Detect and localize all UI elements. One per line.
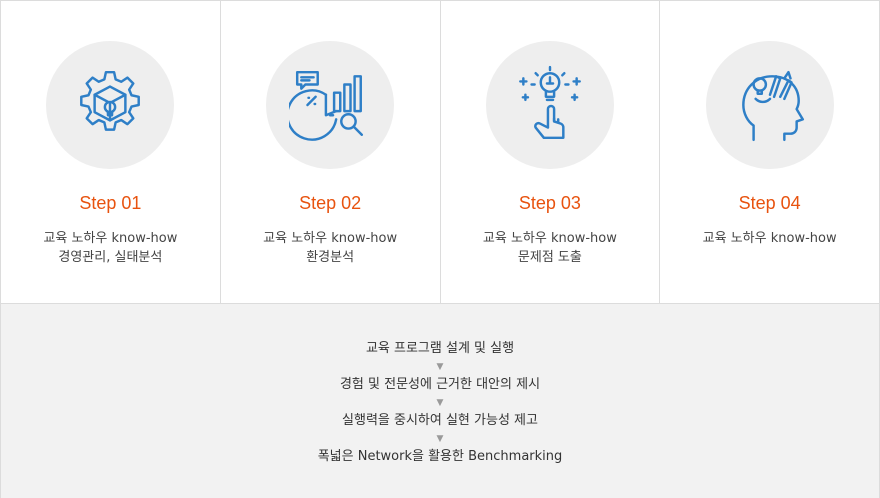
idea-hand-icon [518,65,581,140]
step-01-card: Step 01 교육 노하우 know-how 경영관리, 실태분석 [1,1,221,303]
analysis-chart-icon [289,70,364,141]
step-02-card: Step 02 교육 노하우 know-how 환경분석 [221,1,441,303]
step-03-title: Step 03 [518,193,581,213]
step-04-desc-line1: 교육 노하우 know-how [702,231,837,246]
step-01-icon-circle [46,41,175,169]
step-03-icon-circle [485,41,614,169]
process-item-4: 폭넓은 Network을 활용한 Benchmarking [317,449,563,464]
down-arrow-icon: ▼ [436,398,444,408]
step-02-desc-line2: 환경분석 [306,250,355,265]
down-arrow-icon: ▼ [436,362,444,372]
step-02-title: Step 02 [299,193,362,213]
process-item-2: 경험 및 전문성에 근거한 대안의 제시 [339,377,541,392]
step-03-card: Step 03 교육 노하우 know-how 문제점 도출 [441,1,661,303]
step-04-description: 교육 노하우 know-how [660,229,879,248]
step-01-title: Step 01 [79,193,142,213]
down-arrow-icon: ▼ [436,434,444,444]
step-04-icon-circle [705,41,834,169]
process-flow-panel: 교육 프로그램 설계 및 실행 ▼ 경험 및 전문성에 근거한 대안의 제시 ▼… [1,304,879,498]
step-01-desc-line2: 경영관리, 실태분석 [58,250,163,265]
step-01-desc-line1: 교육 노하우 know-how [43,231,178,246]
gear-cube-icon [80,70,141,131]
step-02-description: 교육 노하우 know-how 환경분석 [221,229,440,267]
step-01-description: 교육 노하우 know-how 경영관리, 실태분석 [1,229,220,267]
step-03-desc-line1: 교육 노하우 know-how [482,231,617,246]
process-item-3: 실행력을 중시하여 실현 가능성 제고 [342,413,538,428]
step-04-card: Step 04 교육 노하우 know-how [660,1,879,303]
step-03-description: 교육 노하우 know-how 문제점 도출 [441,229,660,267]
step-04-title: Step 04 [738,193,801,213]
step-02-desc-line1: 교육 노하우 know-how [263,231,398,246]
process-item-1: 교육 프로그램 설계 및 실행 [365,341,515,356]
steps-row: Step 01 교육 노하우 know-how 경영관리, 실태분석 [1,1,879,304]
step-02-icon-circle [266,41,395,169]
head-idea-icon [741,70,804,142]
step-03-desc-line2: 문제점 도출 [517,250,582,265]
